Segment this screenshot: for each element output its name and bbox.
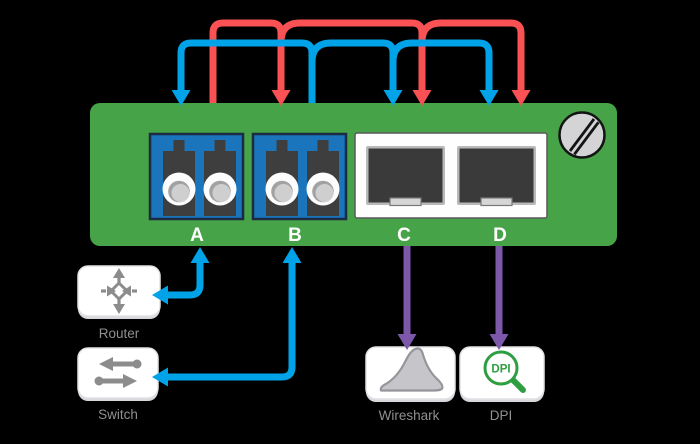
lc-connector — [203, 140, 237, 216]
router-label: Router — [99, 326, 140, 341]
port-label-b: B — [288, 225, 302, 246]
switch-label: Switch — [98, 407, 138, 422]
link-switch-port-b — [152, 247, 302, 387]
blue-arrowhead-a — [171, 90, 191, 106]
dpi-magnifier-icon: DPI — [483, 350, 526, 393]
port-label-c: C — [397, 225, 411, 246]
red-arrowhead-b — [271, 90, 291, 106]
router-icon — [101, 268, 137, 314]
lc-connector — [265, 140, 299, 216]
left-arrowhead-switch — [152, 367, 168, 387]
blue-arrowhead-c — [383, 90, 403, 106]
port-a-fiber — [148, 132, 245, 221]
blue-arrowhead-d — [479, 90, 499, 106]
wireshark-box — [365, 346, 456, 402]
left-arrowhead-router — [152, 285, 168, 305]
monitor-port-bezel — [354, 132, 548, 219]
wireshark-label: Wireshark — [379, 408, 440, 423]
red-arrowhead-d — [511, 90, 531, 106]
port-label-a: A — [190, 225, 204, 246]
router-box — [77, 265, 161, 319]
link-port-c-wireshark — [397, 246, 417, 350]
up-arrowhead-b — [282, 247, 302, 263]
screw-icon — [558, 111, 606, 159]
dpi-box: DPI — [459, 346, 545, 402]
flow-red-a-to-bcd — [209, 19, 531, 106]
up-arrowhead-a — [190, 247, 210, 263]
port-d-opening — [456, 145, 537, 207]
dpi-label: DPI — [490, 408, 513, 423]
lc-connector — [306, 140, 340, 216]
down-arrowhead-wireshark — [397, 334, 417, 350]
red-arrowhead-c — [412, 90, 432, 106]
link-port-d-dpi — [489, 246, 509, 350]
flow-blue-b-to-acd — [171, 39, 499, 106]
switch-icon — [94, 357, 142, 388]
shark-fin-icon — [379, 347, 444, 392]
switch-box — [77, 347, 159, 401]
tap-device: A B C D — [90, 103, 617, 246]
dpi-badge-text: DPI — [491, 364, 510, 376]
down-arrowhead-dpi — [489, 334, 509, 350]
port-b-fiber — [251, 132, 348, 221]
port-label-d: D — [493, 225, 507, 246]
link-router-port-a — [152, 247, 210, 305]
port-c-opening — [365, 145, 446, 207]
lc-connector — [162, 140, 196, 216]
